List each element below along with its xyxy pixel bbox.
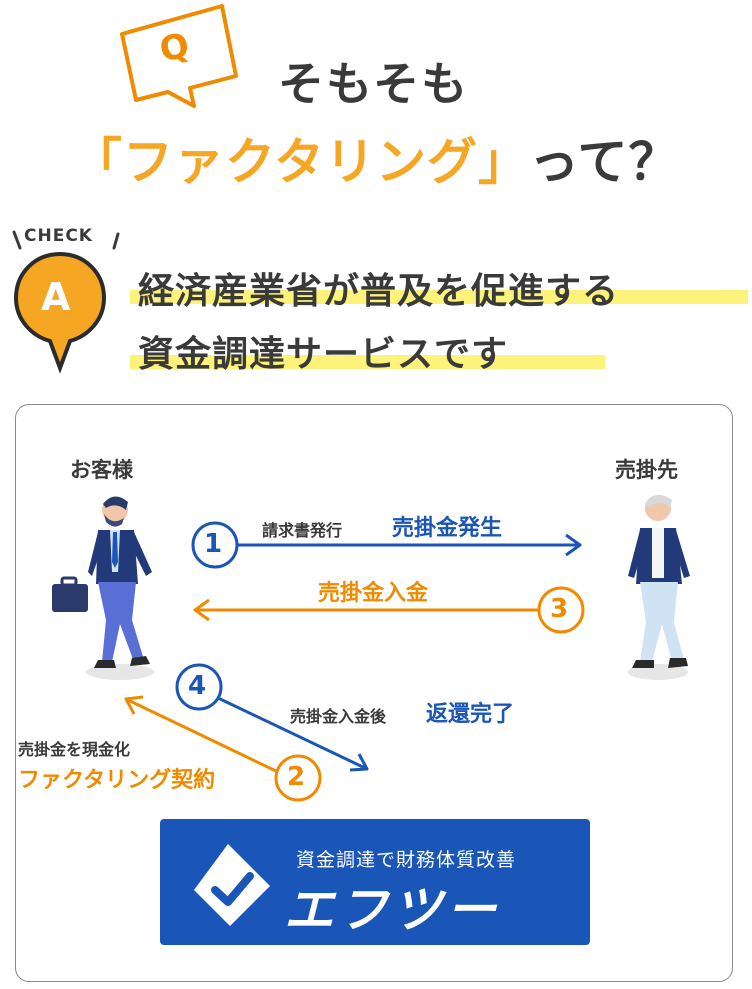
banner-tagline: 資金調達で財務体質改善 (296, 849, 517, 871)
question-highlight-term: 「ファクタリング」 (72, 133, 529, 191)
answer-line-2: 資金調達サービスです (138, 334, 509, 375)
question-line-2: 「ファクタリング」って？ (72, 122, 680, 194)
answer-highlight-1 (130, 290, 748, 304)
a-badge: A (41, 275, 71, 319)
step-4-label: 返還完了 (426, 702, 515, 727)
question-suffix: って？ (529, 133, 680, 191)
check-label: CHECK (24, 226, 93, 246)
a-pin-badge-icon (13, 251, 107, 374)
q-speech-bubble-icon (120, 4, 238, 108)
step-3-number: 3 (550, 594, 569, 624)
arrow-step-2 (127, 698, 279, 774)
step-3-label: 売掛金入金 (318, 581, 429, 606)
step-2-label: ファクタリング契約 (18, 768, 216, 793)
step-2-number: 2 (287, 762, 306, 792)
answer-line-1: 経済産業省が普及を促進する (138, 271, 620, 312)
answer-highlight-2 (130, 355, 605, 369)
check-burst-lines (12, 230, 120, 250)
step-2-note: 売掛金を現金化 (18, 740, 131, 759)
arrow-step-4 (217, 696, 366, 770)
client-man-icon (628, 494, 690, 680)
question-line-1: そもそも (278, 57, 470, 111)
step-1-label: 売掛金発生 (392, 516, 503, 541)
step-1-number: 1 (204, 529, 223, 559)
banner-brand-name: エフツー (284, 881, 500, 939)
step-4-number: 4 (188, 671, 207, 701)
left-party-label: お客様 (70, 458, 133, 482)
f2-check-logo-icon (194, 844, 270, 926)
right-party-label: 売掛先 (615, 458, 678, 482)
customer-businessman-icon (52, 496, 154, 680)
step-4-note: 売掛金入金後 (290, 707, 387, 726)
step-1-note: 請求書発行 (262, 521, 343, 540)
